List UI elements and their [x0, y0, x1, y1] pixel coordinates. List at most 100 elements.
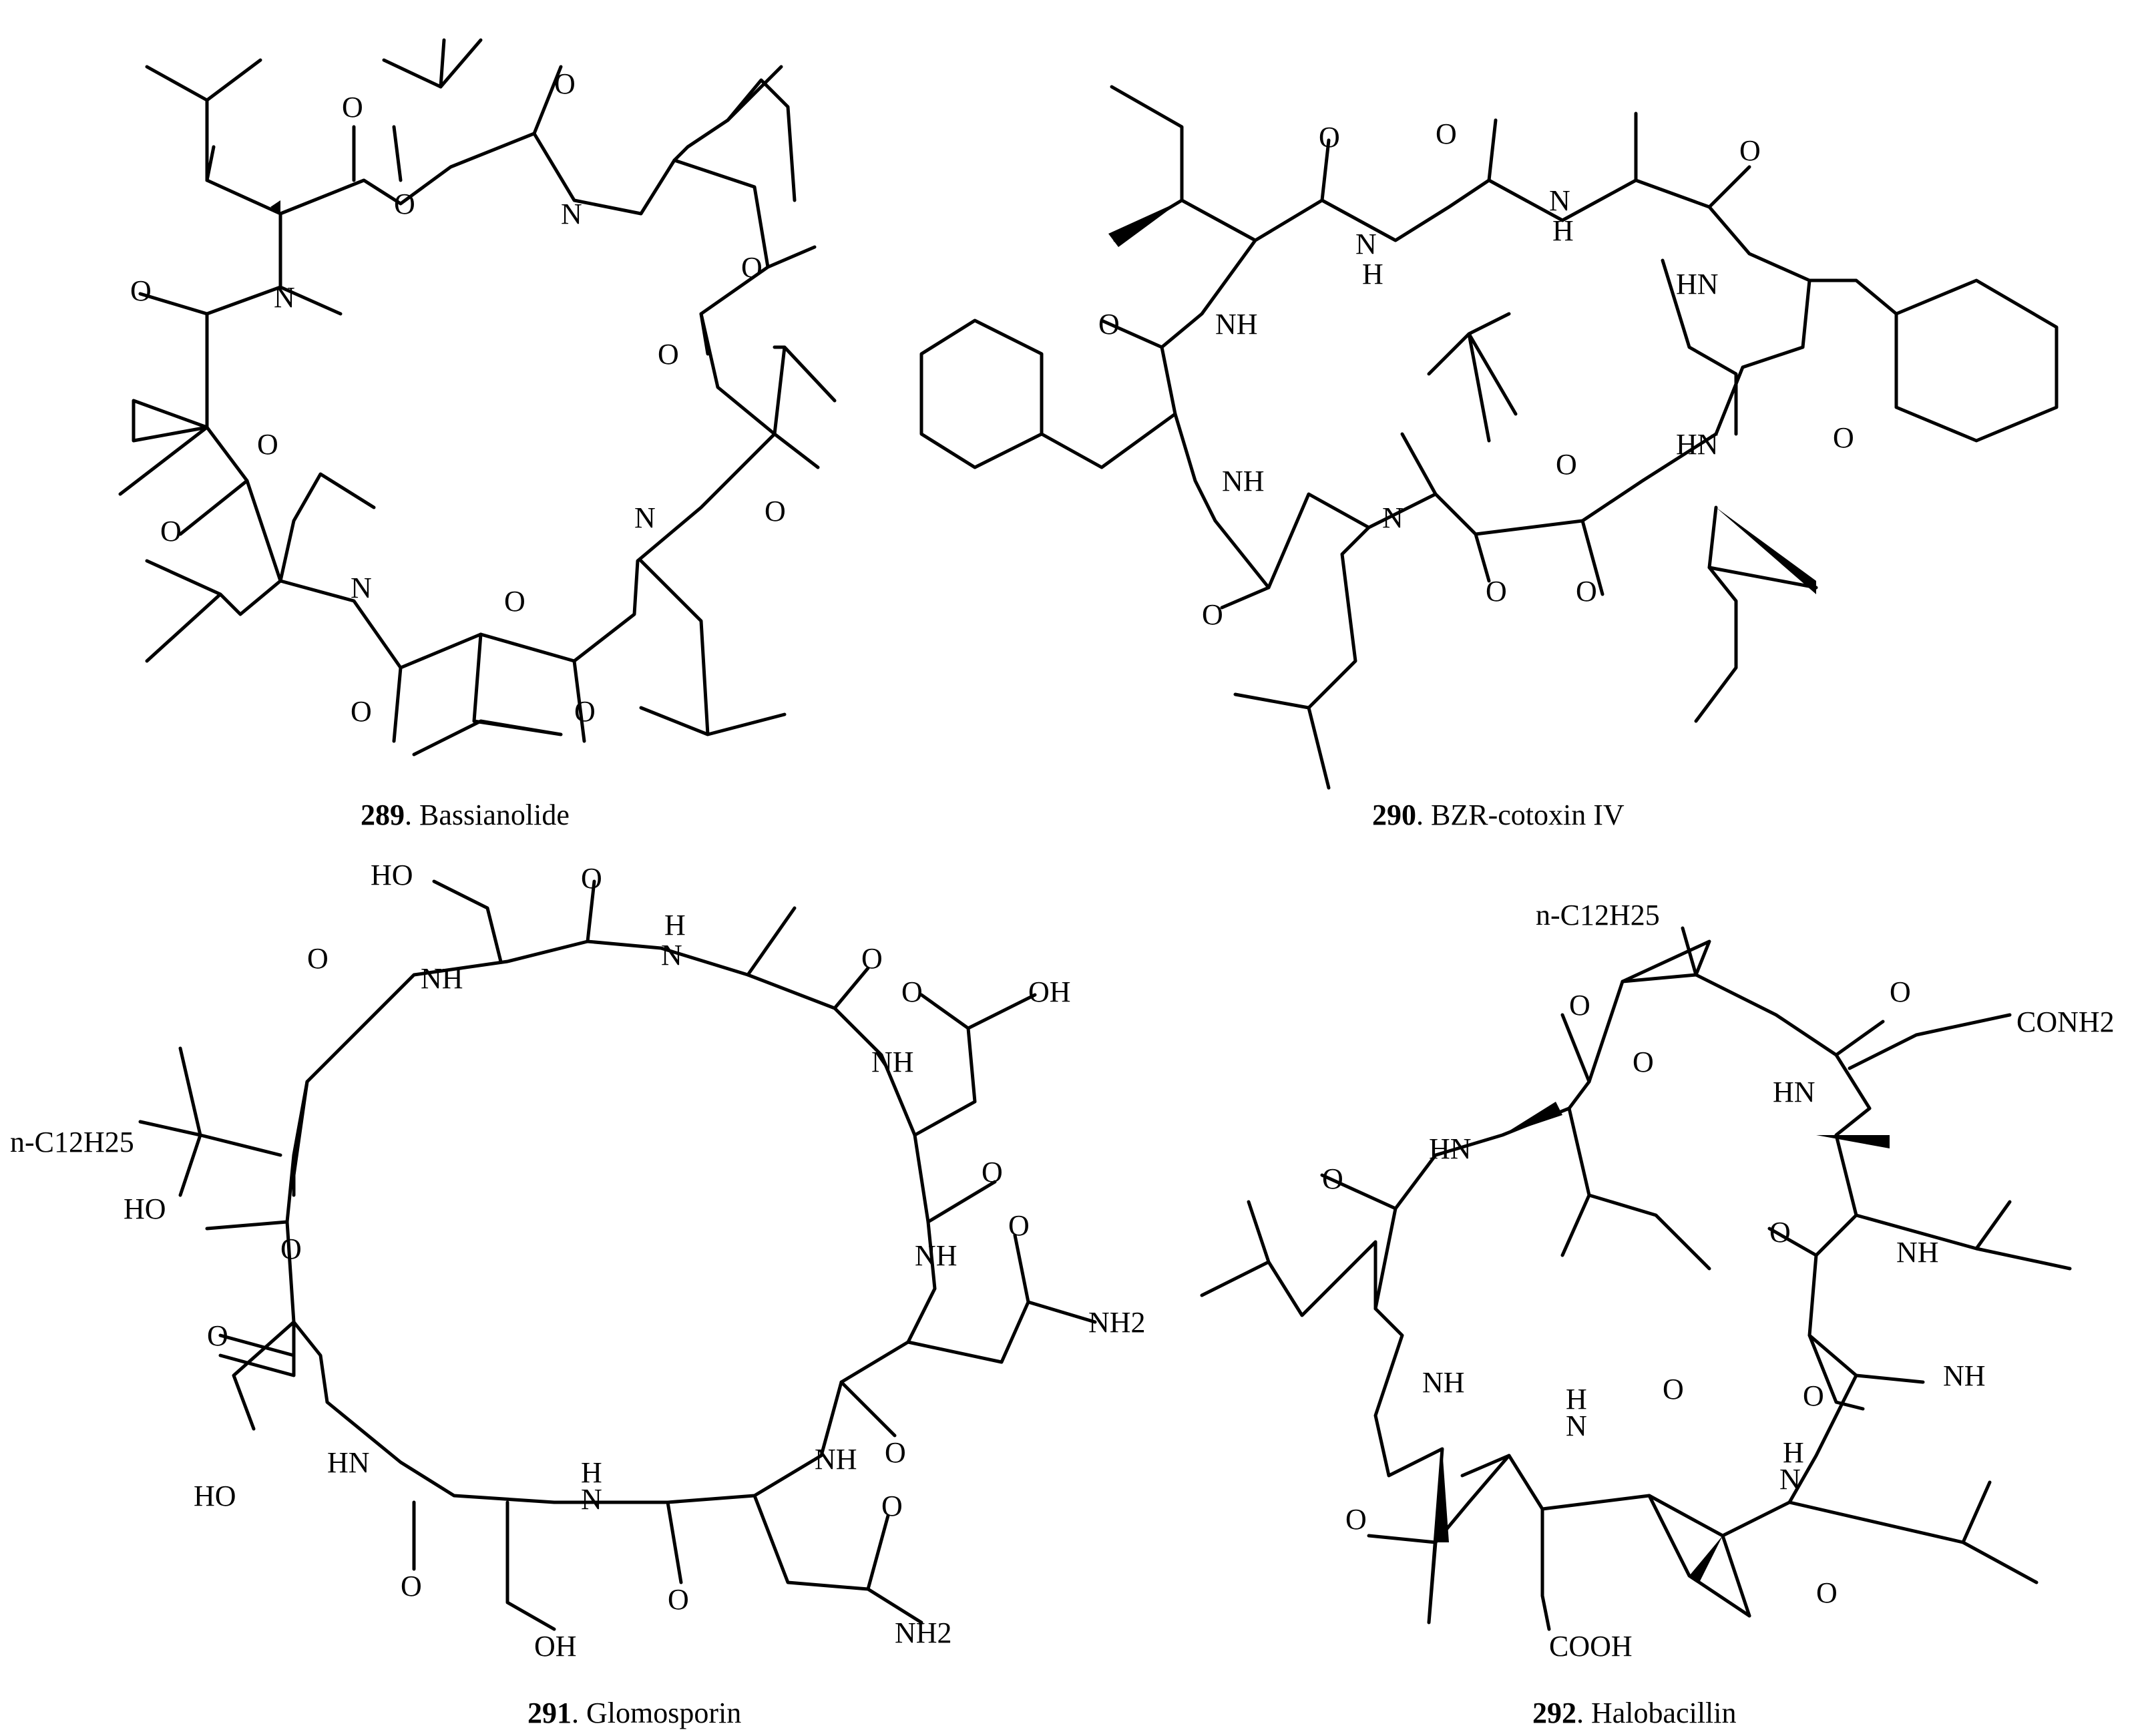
atom-label: O: [1633, 1046, 1654, 1078]
atom-label: HO: [371, 859, 413, 891]
compound-caption-291: 291. Glomosporin: [527, 1697, 741, 1729]
atom-label: HO: [124, 1192, 166, 1225]
atom-label: NH: [915, 1239, 957, 1272]
atom-label: O: [1663, 1373, 1684, 1405]
atom-label: NH2: [1088, 1306, 1146, 1339]
atom-label: O: [1769, 1216, 1791, 1249]
compound-number: 291: [527, 1697, 572, 1729]
atom-label: O: [1345, 1503, 1367, 1536]
atom-label: NH2: [895, 1616, 952, 1649]
compound-name: . Glomosporin: [572, 1697, 741, 1729]
atom-label: H: [581, 1456, 602, 1489]
atom-label: NH: [815, 1443, 857, 1476]
atom-label: O: [307, 942, 329, 975]
atom-label: O: [741, 251, 763, 284]
atom-label: O: [504, 585, 525, 618]
atom-label: N: [351, 572, 372, 604]
atom-label: H: [1552, 214, 1574, 247]
atom-label: O: [581, 862, 602, 895]
atom-label: O: [401, 1570, 422, 1602]
atom-label: O: [1322, 1162, 1343, 1195]
atom-label: O: [257, 428, 278, 461]
atom-label: N: [661, 939, 682, 971]
atom-label: O: [765, 495, 786, 527]
compound-caption-290: 290. BZR-cotoxin IV: [1372, 799, 1625, 831]
atom-label: NH: [1896, 1236, 1939, 1269]
atom-label: O: [554, 67, 576, 100]
atom-label: O: [1436, 118, 1457, 150]
atom-label: H: [1566, 1383, 1587, 1416]
atom-label: O: [207, 1319, 228, 1352]
atom-label: O: [1319, 121, 1340, 154]
structure-291: HO O N H O O OH NH O NH O NH2 O NH O NH2…: [10, 859, 1146, 1729]
atom-label: NH: [421, 962, 463, 995]
atom-label: O: [1202, 598, 1223, 631]
atom-label: CONH2: [2016, 1006, 2115, 1038]
structure-289: O O O N O O N O O O N O N O O O 289. Bas…: [118, 38, 837, 831]
atom-label: N: [1355, 228, 1377, 260]
atom-label: N: [274, 281, 295, 314]
atom-label: H: [1783, 1436, 1804, 1469]
atom-label: N: [561, 198, 582, 230]
atom-label: OH: [534, 1630, 577, 1663]
structure-292: n-C12H25 O O O CONH2 HN O NH O NH O N H …: [1200, 899, 2115, 1729]
atom-label: O: [982, 1156, 1003, 1188]
compound-caption-292: 292. Halobacillin: [1532, 1697, 1737, 1729]
atom-label: O: [130, 274, 152, 307]
atom-label: O: [342, 91, 363, 124]
atom-label: OH: [1028, 975, 1071, 1008]
atom-label: O: [1803, 1379, 1824, 1412]
atom-label: COOH: [1549, 1630, 1633, 1663]
atom-label: O: [1008, 1209, 1030, 1242]
atom-label: O: [280, 1233, 302, 1265]
atom-label: O: [901, 975, 923, 1008]
atom-label: O: [1890, 975, 1911, 1008]
atom-label: N: [1779, 1463, 1801, 1496]
atom-label: N: [581, 1483, 602, 1516]
atom-label: NH: [1222, 465, 1265, 497]
structure-290: O N H O N H O HN O HN O O O N NH O NH O …: [919, 85, 2059, 831]
atom-label: O: [394, 188, 415, 220]
atom-label: O: [668, 1583, 689, 1616]
atom-label: HO: [194, 1480, 236, 1512]
atom-label: O: [1576, 575, 1597, 608]
atom-label: NH: [1422, 1366, 1465, 1399]
atom-label: O: [1098, 308, 1120, 341]
atom-label: NH: [1943, 1359, 1986, 1392]
atom-label: O: [658, 338, 679, 371]
compound-caption-289: 289. Bassianolide: [361, 799, 570, 831]
atom-label: HN: [1773, 1076, 1815, 1108]
atom-label: N: [1549, 184, 1570, 217]
atom-label: O: [881, 1490, 903, 1522]
compound-name: . BZR-cotoxin IV: [1416, 799, 1625, 831]
atom-label: n-C12H25: [10, 1126, 134, 1158]
atom-label: O: [885, 1436, 906, 1469]
atom-label: HN: [1676, 268, 1719, 300]
atom-label: HN: [1429, 1132, 1472, 1165]
atom-label: n-C12H25: [1536, 899, 1660, 931]
atom-label: O: [1486, 575, 1507, 608]
atom-label: O: [1556, 448, 1577, 481]
atom-label: N: [1566, 1409, 1587, 1442]
compound-name: . Halobacillin: [1576, 1697, 1737, 1729]
atom-label: NH: [1215, 308, 1258, 341]
compound-name: . Bassianolide: [405, 799, 570, 831]
compound-number: 292: [1532, 1697, 1576, 1729]
atom-label: O: [1816, 1576, 1838, 1609]
atom-label: H: [664, 909, 686, 941]
atom-label: N: [1382, 501, 1404, 534]
atom-label: O: [1569, 989, 1590, 1022]
atom-label: O: [574, 695, 596, 728]
atom-label: HN: [1676, 428, 1719, 461]
atom-label: O: [351, 695, 372, 728]
compound-number: 289: [361, 799, 405, 831]
atom-label: O: [1833, 421, 1854, 454]
atom-label: N: [634, 501, 656, 534]
atom-label: O: [160, 515, 182, 548]
atom-label: O: [861, 942, 883, 975]
atom-label: H: [1362, 258, 1383, 290]
atom-label: O: [1739, 134, 1761, 167]
atom-label: HN: [327, 1446, 370, 1479]
compound-number: 290: [1372, 799, 1416, 831]
